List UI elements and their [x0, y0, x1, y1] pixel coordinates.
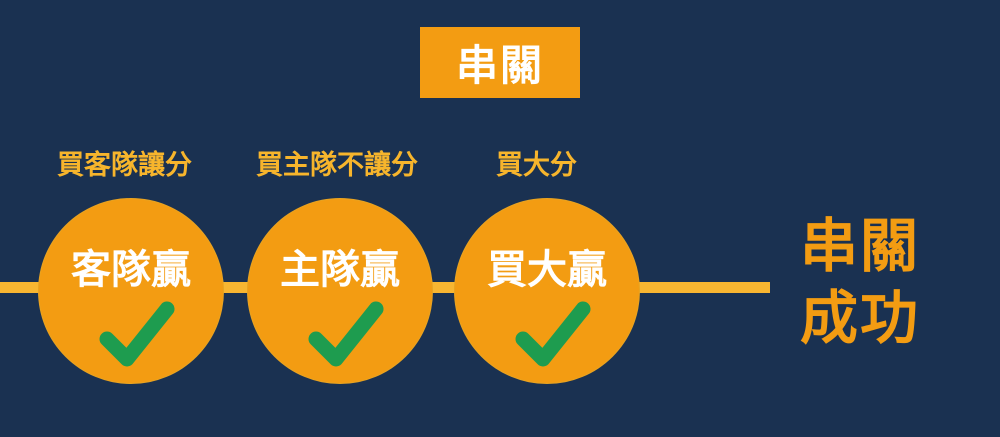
bet-node-home-win: 主隊贏 — [248, 199, 432, 383]
outcome-line-1: 串關 — [800, 212, 921, 280]
title-text: 串關 — [455, 41, 544, 90]
title-badge: 串關 — [420, 27, 580, 98]
parlay-outcome: 串關 成功 — [800, 210, 920, 354]
bet-node-over-win: 買大贏 — [455, 199, 639, 383]
outcome-line-2: 成功 — [800, 284, 921, 352]
bet-result-label: 客隊贏 — [71, 247, 191, 293]
bet-label-home-moneyline: 買主隊不讓分 — [256, 150, 418, 181]
checkmark-icon — [99, 301, 175, 367]
checkmark-icon — [308, 301, 384, 367]
checkmark-icon — [515, 301, 591, 367]
bet-label-away-spread: 買客隊讓分 — [57, 150, 192, 181]
bet-result-label: 買大贏 — [487, 247, 607, 293]
bet-label-over: 買大分 — [496, 150, 577, 181]
bet-result-label: 主隊贏 — [280, 247, 400, 293]
bet-node-away-win: 客隊贏 — [39, 199, 223, 383]
